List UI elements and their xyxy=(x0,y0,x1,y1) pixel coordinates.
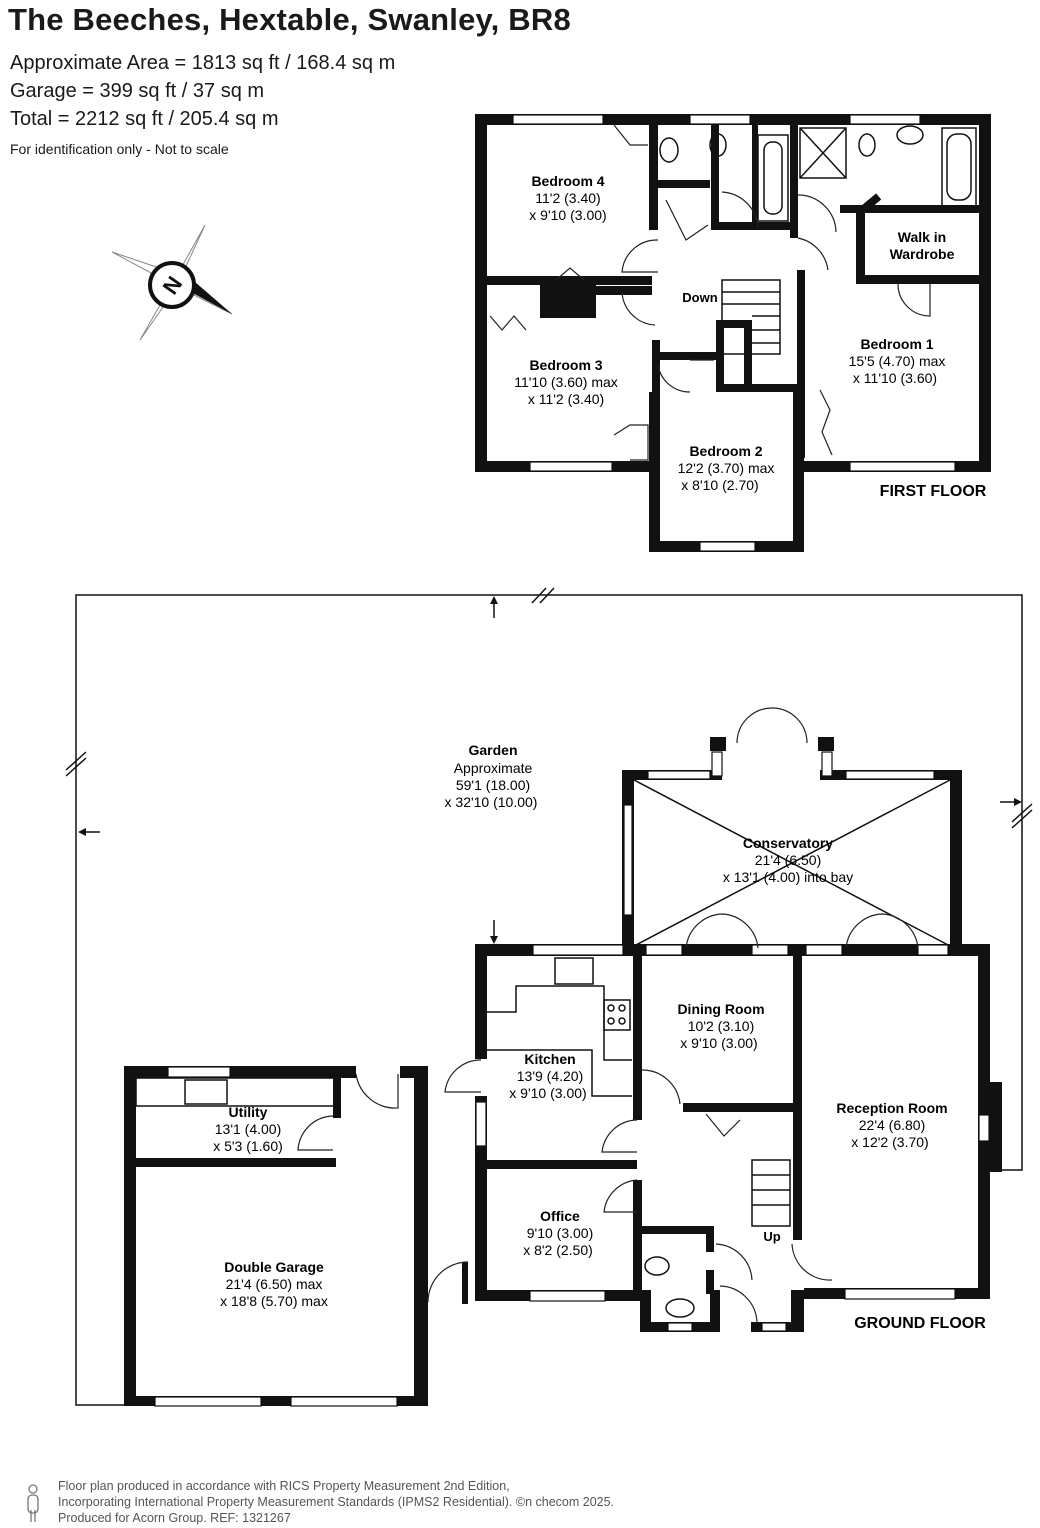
wardrobe-name1: Walk in xyxy=(898,229,947,245)
office-name: Office xyxy=(540,1208,580,1224)
area-line: Approximate Area = 1813 sq ft / 168.4 sq… xyxy=(10,52,396,74)
reception-name: Reception Room xyxy=(836,1100,947,1116)
dining-dim2: x 9'10 (3.00) xyxy=(680,1035,757,1051)
bedroom2-dim1: 12'2 (3.70) max xyxy=(678,460,775,476)
footer-text: Floor plan produced in accordance with R… xyxy=(58,1478,614,1526)
conservatory-walls xyxy=(622,707,962,947)
bedroom3-dim1: 11'10 (3.60) max xyxy=(514,374,618,390)
garage-dim1: 21'4 (6.50) max xyxy=(226,1276,323,1292)
office-dim2: x 8'2 (2.50) xyxy=(523,1242,593,1258)
bedroom4-name: Bedroom 4 xyxy=(531,173,604,189)
footer-line-3: Produced for Acorn Group. REF: 1321267 xyxy=(58,1511,291,1525)
garage-dim2: x 18'8 (5.70) max xyxy=(220,1293,328,1309)
reception-dim1: 22'4 (6.80) xyxy=(859,1117,926,1133)
utility-dim1: 13'1 (4.00) xyxy=(215,1121,282,1137)
ground-floor-walls xyxy=(475,944,1002,1332)
bedroom1-name: Bedroom 1 xyxy=(860,336,933,352)
garden-dim0: Approximate xyxy=(454,760,533,776)
ground-floor-label: GROUND FLOOR xyxy=(854,1315,986,1332)
bedroom2-name: Bedroom 2 xyxy=(689,443,762,459)
page-title: The Beeches, Hextable, Swanley, BR8 xyxy=(8,2,571,37)
bedroom4-dim2: x 9'10 (3.00) xyxy=(529,207,606,223)
kitchen-dim2: x 9'10 (3.00) xyxy=(509,1085,586,1101)
bedroom3-dim2: x 11'2 (3.40) xyxy=(528,391,604,407)
bedroom1-dim1: 15'5 (4.70) max xyxy=(849,353,946,369)
first-floor-fixtures xyxy=(489,124,977,461)
disclaimer-note: For identification only - Not to scale xyxy=(10,141,229,157)
office-dim1: 9'10 (3.00) xyxy=(527,1225,594,1241)
conservatory-dim1: 21'4 (6.50) xyxy=(755,852,822,868)
person-icon xyxy=(27,1484,39,1522)
garden-dim2: x 32'10 (10.00) xyxy=(445,794,538,810)
utility-name: Utility xyxy=(229,1104,268,1120)
garden-name: Garden xyxy=(468,742,517,758)
garden-boundary xyxy=(65,587,1033,1406)
bedroom3-name: Bedroom 3 xyxy=(529,357,602,373)
utility-dim2: x 5'3 (1.60) xyxy=(213,1138,283,1154)
first-floor-windows xyxy=(512,114,956,552)
bedroom1-dim2: x 11'10 (3.60) xyxy=(853,370,937,386)
stairs-up-label: Up xyxy=(763,1229,780,1244)
bedroom4-dim1: 11'2 (3.40) xyxy=(535,190,600,206)
reception-dim2: x 12'2 (3.70) xyxy=(851,1134,928,1150)
dining-name: Dining Room xyxy=(677,1001,764,1017)
garden-dim1: 59'1 (18.00) xyxy=(456,777,530,793)
footer-line-1: Floor plan produced in accordance with R… xyxy=(58,1479,510,1493)
conservatory-name: Conservatory xyxy=(743,835,833,851)
total-area-line: Total = 2212 sq ft / 205.4 sq m xyxy=(10,108,279,130)
footer-line-2: Incorporating International Property Mea… xyxy=(58,1495,615,1509)
dining-dim1: 10'2 (3.10) xyxy=(688,1018,755,1034)
room-labels: Bedroom 4 11'2 (3.40) x 9'10 (3.00) Bedr… xyxy=(213,173,987,1332)
wardrobe-name2: Wardrobe xyxy=(890,246,955,262)
stairs-down-label: Down xyxy=(682,290,717,305)
garage-area-line: Garage = 399 sq ft / 37 sq m xyxy=(10,80,265,102)
bedroom2-dim2: x 8'10 (2.70) xyxy=(681,477,758,493)
first-floor-label: FIRST FLOOR xyxy=(880,483,987,500)
kitchen-dim1: 13'9 (4.20) xyxy=(517,1068,584,1084)
garage-walls xyxy=(124,1066,469,1407)
garage-name: Double Garage xyxy=(224,1259,324,1275)
compass-icon: N xyxy=(111,224,233,341)
conservatory-dim2: x 13'1 (4.00) into bay xyxy=(723,869,853,885)
ground-floor-fixtures xyxy=(444,913,919,1323)
kitchen-name: Kitchen xyxy=(524,1051,575,1067)
